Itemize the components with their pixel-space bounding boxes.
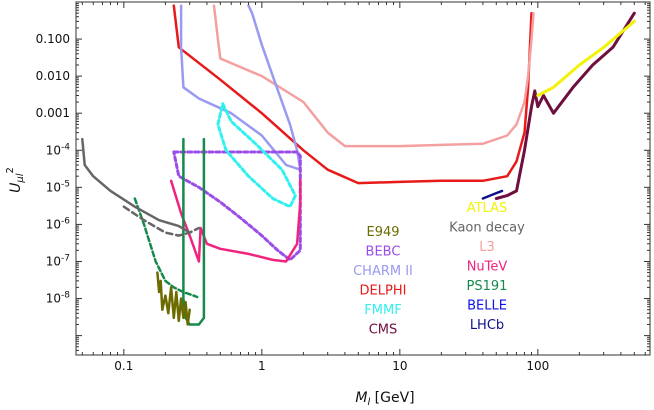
x-tick-label: 10 bbox=[392, 359, 407, 373]
x-tick-label: 1 bbox=[258, 359, 266, 373]
series-cms bbox=[494, 11, 636, 200]
x-tick-label: 0.1 bbox=[114, 359, 133, 373]
legend-entry-l3: L3 bbox=[479, 240, 495, 255]
legend-entry-atlas: ATLAS bbox=[467, 201, 508, 216]
y-tick-label: 10-4 bbox=[46, 142, 71, 157]
legend-entry-cms: CMS bbox=[369, 323, 398, 338]
legend-entry-belle: BELLE bbox=[467, 299, 507, 314]
plot-frame bbox=[75, 1, 651, 356]
legend-entry-e949: E949 bbox=[366, 225, 399, 240]
y-tick-label: 10-6 bbox=[46, 216, 71, 231]
x-axis-label: Ml [GeV] bbox=[355, 390, 414, 408]
y-tick-label: 10-8 bbox=[46, 291, 71, 306]
series-l3 bbox=[212, 4, 535, 148]
y-tick-label: 0.001 bbox=[36, 106, 70, 120]
legend-entry-kaon-decay: Kaon decay bbox=[449, 221, 525, 236]
series-kaon-decay-solid bbox=[81, 137, 191, 234]
series-ps191-solid bbox=[182, 137, 206, 326]
y-tick-label: 0.100 bbox=[36, 32, 70, 46]
y-tick-label: 10-7 bbox=[46, 253, 70, 268]
series-delphi bbox=[172, 4, 533, 185]
legend-entry-bebc: BEBC bbox=[366, 245, 401, 260]
series-e949 bbox=[156, 271, 191, 326]
legend-entry-ps191: PS191 bbox=[467, 279, 508, 294]
series-kaon-decay-dashed bbox=[122, 205, 201, 237]
y-axis-label: Uμl2 bbox=[5, 167, 26, 193]
series-lhcb bbox=[481, 189, 504, 200]
y-tick-label: 0.010 bbox=[36, 69, 70, 83]
series-ps191-dashed bbox=[133, 197, 199, 299]
series-bebc bbox=[172, 150, 302, 262]
legend-entry-fmmf: FMMF bbox=[364, 303, 401, 318]
series-nutev bbox=[169, 178, 302, 263]
legend-entry-lhcb: LHCb bbox=[470, 318, 504, 333]
ticks-layer: 0.1 1 10 100 0.100 0.010 0.001 10-4 10-5 10-6 10-7… bbox=[36, 1, 650, 373]
series-fmmf bbox=[216, 102, 297, 209]
y-tick-label: 10-5 bbox=[46, 179, 70, 194]
series-atlas bbox=[536, 19, 636, 97]
legend-entry-nutev: NuTeV bbox=[467, 260, 508, 275]
curves-layer bbox=[81, 4, 636, 326]
legend-entry-charm-ii: CHARM II bbox=[353, 264, 413, 279]
x-tick-label: 100 bbox=[526, 359, 549, 373]
legend-entry-delphi: DELPHI bbox=[360, 284, 407, 299]
